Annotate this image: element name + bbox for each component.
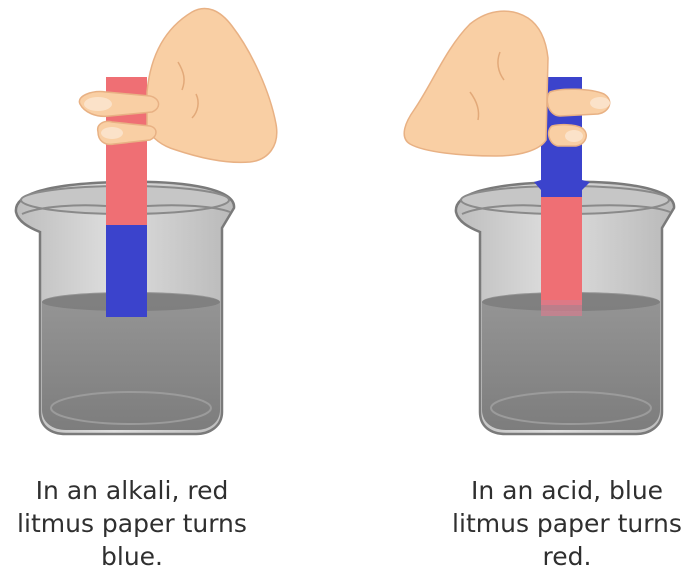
strip-red-part [541,197,582,305]
alkali-caption: In an alkali, red litmus paper turns blu… [0,474,272,573]
acid-caption: In an acid, blue litmus paper turns red. [427,474,694,573]
caption-line: In an alkali, red [35,476,229,505]
strip-red-submerged [541,300,582,316]
acid-setup [403,10,676,436]
caption-line: litmus paper turns [452,509,682,538]
hand-left [78,7,278,164]
hand-right [403,10,611,157]
caption-line: red. [542,542,592,571]
beaker-right [454,180,676,436]
strip-blue-part [106,225,147,317]
alkali-setup [14,7,278,436]
caption-line: blue. [101,542,163,571]
caption-line: In an acid, blue [470,476,664,505]
caption-line: litmus paper turns [17,509,247,538]
